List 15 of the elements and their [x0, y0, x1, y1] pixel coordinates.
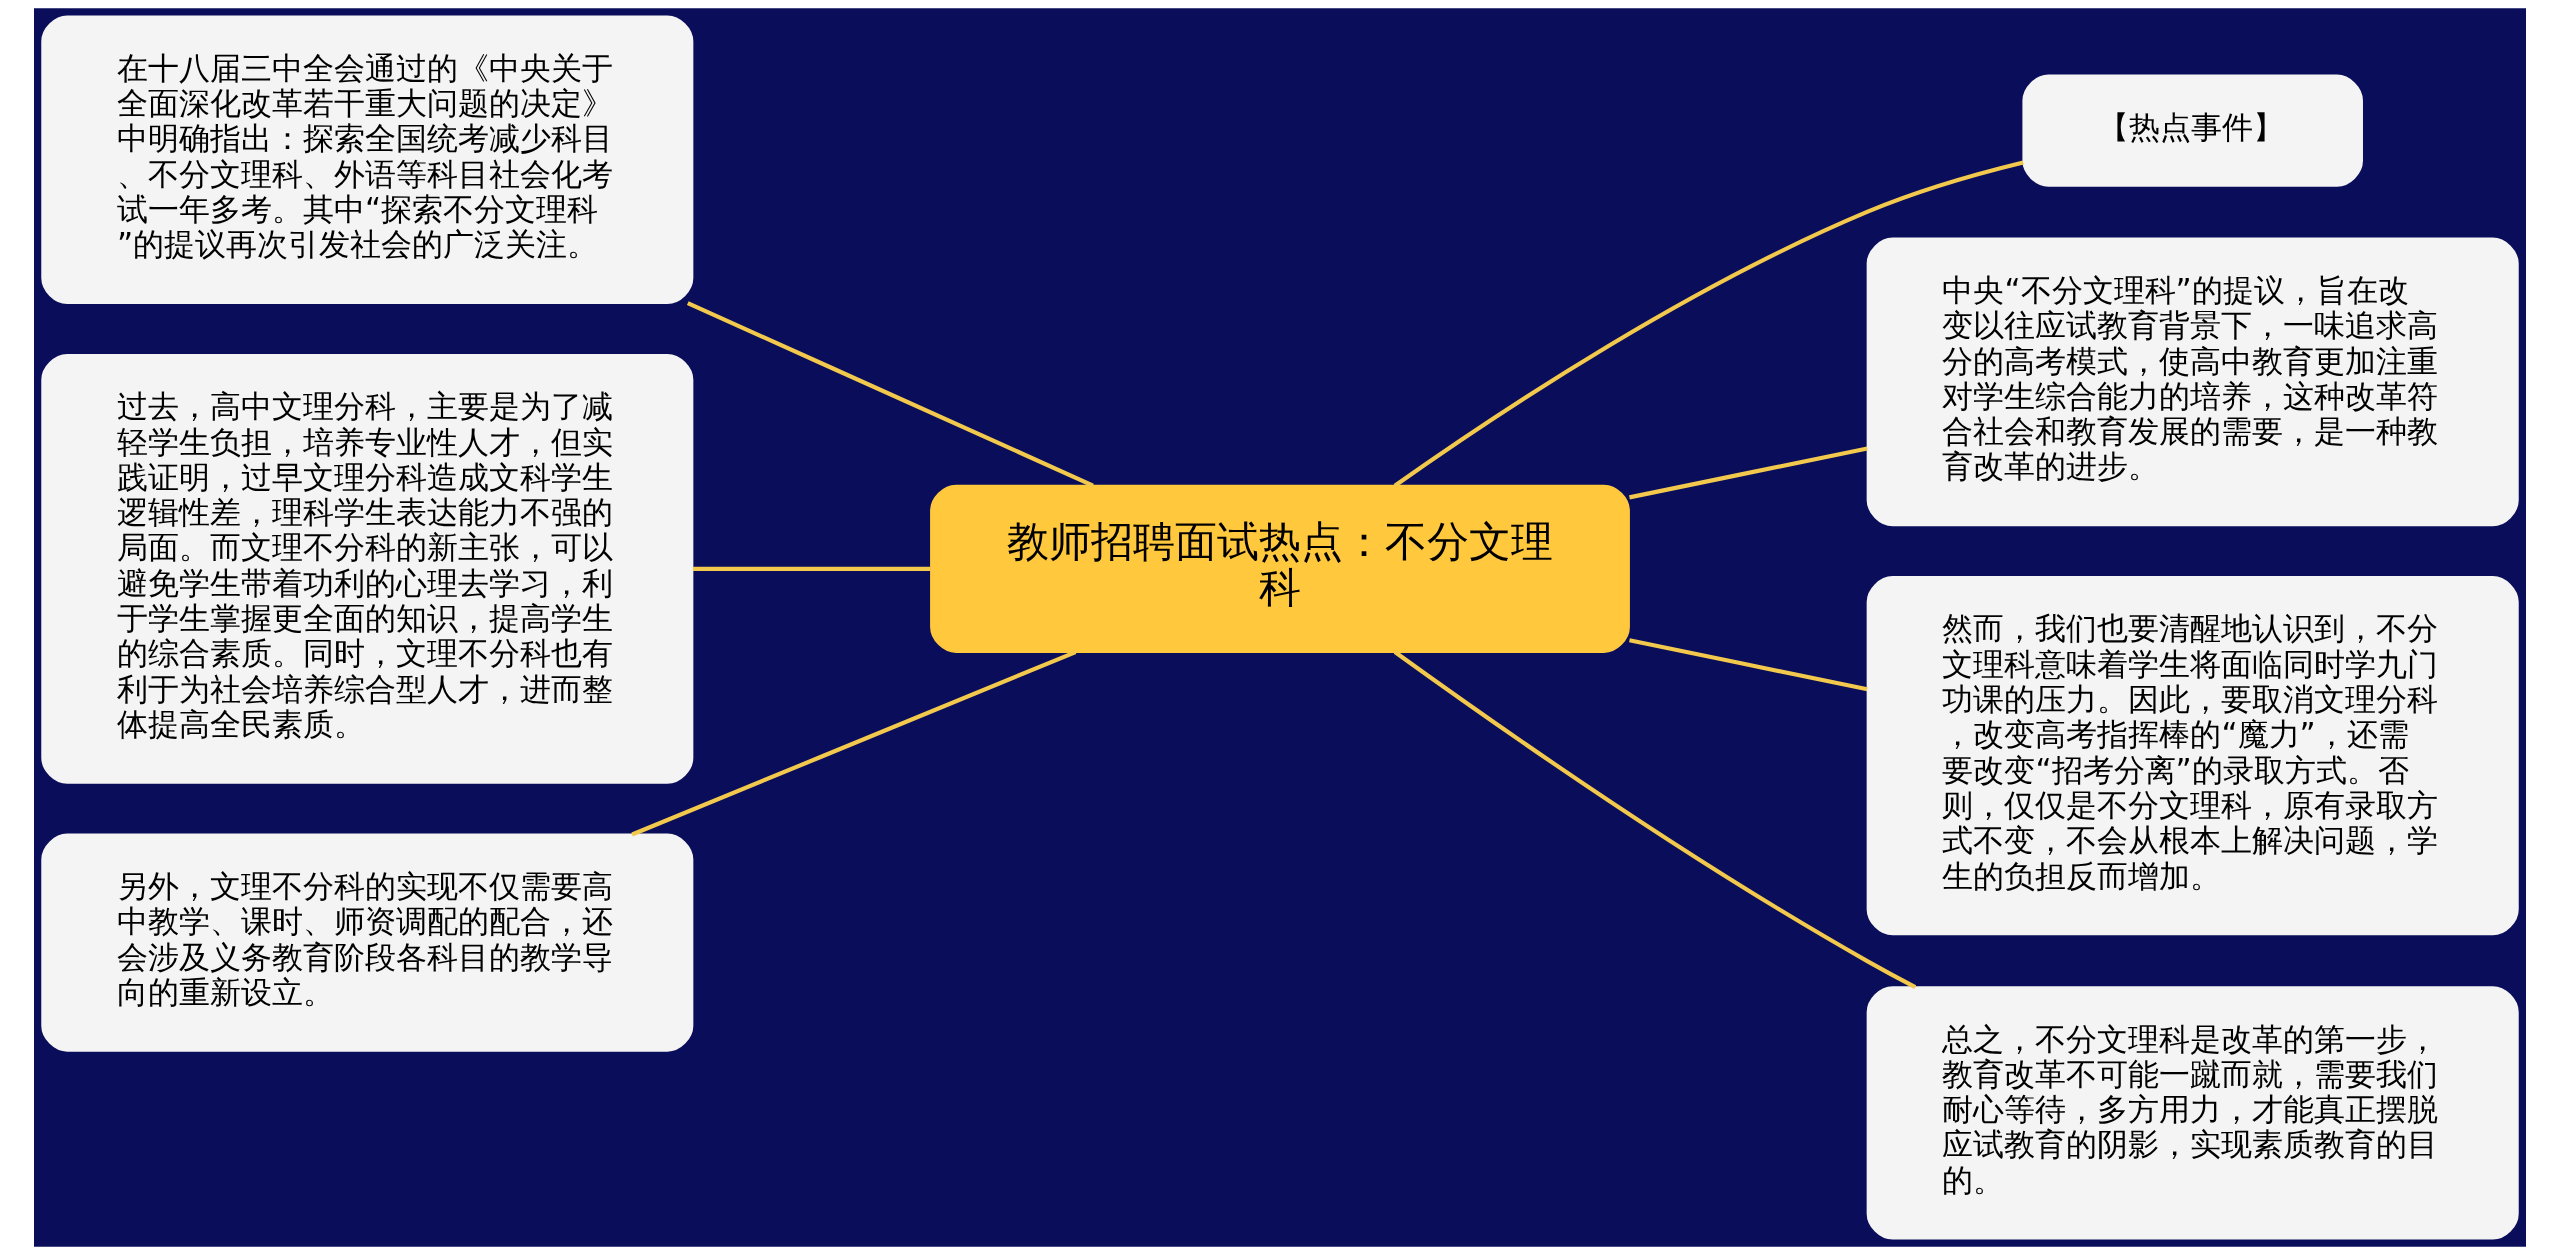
node-box: 过去，高中文理分科，主要是为了减轻学生负担，培养专业性人才，但实践证明，过早文理分科造成文科学生逻辑性差，理科学生表达能力不强的局面。而文理不分科的新主张，可以避免学生带着功利的心理去学习，利于学生掌握更全面的知识，提高学生的综合素质。同时，文理不分科也有利于为社会培养综合型人才，进而整体提高全民素质。	[41, 353, 694, 784]
node-box: 另外，文理不分科的实现不仅需要高中教学、课时、师资调配的配合，还会涉及义务教育阶段各科目的教学导向的重新设立。	[41, 833, 694, 1052]
node-box: 在十八届三中全会通过的《中央关于全面深化改革若干重大问题的决定》中明确指出：探索全国统考减少科目、不分文理科、外语等科目社会化考试一年多考。其中“探索不分文理科”的提议再次引发社会的广泛关注。	[41, 15, 694, 305]
node-box: 中央“不分文理科”的提议，旨在改变以往应试教育背景下，一味追求高分的高考模式，使高中教育更加注重对学生综合能力的培养，这种改革符合社会和教育发展的需要，是一种教育改革的进步。	[1866, 237, 2519, 527]
node-box: 总之，不分文理科是改革的第一步，教育改革不可能一蹴而就，需要我们耐心等待，多方用力，才能真正摆脱应试教育的阴影，实现素质教育的目的。	[1866, 986, 2519, 1240]
connector	[686, 301, 1094, 488]
connector	[631, 650, 1077, 837]
connector	[1393, 160, 2024, 488]
node-box: 然而，我们也要清醒地认识到，不分文理科意味着学生将面临同时学九门功课的压力。因此，要取消文理分科，改变高考指挥棒的“魔力”，还需要改变“招考分离”的录取方式。否则，仅仅是不分文理科，原有录取方式不变，不会从根本上解决问题，学生的负担反而增加。	[1866, 576, 2519, 936]
node-box: 【热点事件】	[2022, 74, 2363, 187]
connector	[1629, 446, 1868, 500]
connector	[1629, 638, 1868, 692]
node-box: 教师招聘面试热点：不分文理科	[930, 484, 1630, 653]
connector	[1393, 650, 1917, 989]
connector	[692, 566, 931, 571]
